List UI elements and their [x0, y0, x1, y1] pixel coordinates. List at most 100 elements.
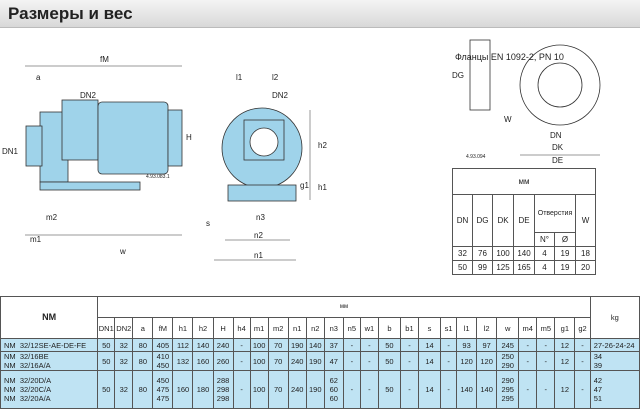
th-holes-n: N°: [534, 232, 555, 247]
cell: 100: [492, 246, 514, 261]
th-fm: fM: [152, 317, 174, 339]
cell: 240: [212, 338, 234, 352]
cell: -: [536, 351, 556, 371]
label-g1: g1: [300, 181, 309, 190]
cell: -: [536, 370, 556, 409]
cell-kg: 42 47 51: [589, 370, 640, 409]
cell: -: [399, 370, 420, 409]
label-code1: 4.93.083.1: [146, 174, 170, 180]
label-dn2-side: DN2: [272, 91, 289, 100]
flange-unit: мм: [452, 168, 596, 195]
cell: 140: [476, 370, 498, 409]
cell: 32: [114, 370, 134, 409]
cell: -: [232, 370, 251, 409]
cell: 240: [287, 351, 307, 371]
cell: 112: [172, 338, 194, 352]
cell: 120: [476, 351, 498, 371]
th-holes: Отверстия: [534, 194, 576, 233]
cell: 14: [417, 351, 442, 371]
cell: 4: [534, 260, 555, 275]
cell: 18: [575, 246, 596, 261]
cell: 70: [267, 338, 289, 352]
cell: 50: [377, 338, 401, 352]
page-title: Размеры и вес: [8, 4, 133, 23]
label-w: w: [119, 247, 126, 256]
th-model: NM: [0, 296, 99, 339]
cell-model: NM 32/12SE-AE-DE-FE: [0, 338, 99, 352]
th-dn2: DN2: [114, 317, 134, 339]
th-l2: l2: [476, 317, 498, 339]
cell: 190: [305, 370, 325, 409]
label-dn2: DN2: [80, 91, 97, 100]
th-w: W: [575, 194, 596, 247]
cell: 190: [287, 338, 307, 352]
cell: 19: [554, 260, 576, 275]
th-h1: h1: [172, 317, 194, 339]
label-de: DE: [552, 156, 563, 165]
th-s: s: [417, 317, 442, 339]
th-m2: m2: [267, 317, 289, 339]
cell: 70: [267, 370, 289, 409]
th-w1: w1: [359, 317, 379, 339]
cell: 14: [417, 338, 442, 352]
th-dn1: DN1: [97, 317, 116, 339]
cell: -: [399, 338, 420, 352]
cell: -: [536, 338, 556, 352]
cell: 190: [305, 351, 325, 371]
cell: 32: [114, 338, 134, 352]
cell: 405: [152, 338, 174, 352]
label-h: H: [186, 133, 192, 142]
cell: -: [440, 351, 458, 371]
cell: 450 475 475: [152, 370, 174, 409]
th-s1: s1: [440, 317, 458, 339]
cell: 120: [456, 351, 478, 371]
th-w: w: [496, 317, 520, 339]
cell-model: NM 32/16BE NM 32/16A/A: [0, 351, 99, 371]
cell: -: [342, 351, 361, 371]
th-de: DE: [513, 194, 535, 247]
th-dn: DN: [452, 194, 473, 247]
cell: -: [574, 351, 591, 371]
cell-kg: 27-26-24-24: [589, 338, 640, 352]
cell: 100: [249, 370, 269, 409]
label-fM: fM: [100, 55, 109, 64]
cell: -: [359, 351, 379, 371]
label-l2: l2: [272, 73, 279, 82]
cell: 410 450: [152, 351, 174, 371]
cell: 97: [476, 338, 498, 352]
cell-model: NM 32/20D/A NM 32/20C/A NM 32/20A/A: [0, 370, 99, 409]
cell: 76: [472, 246, 493, 261]
cell: -: [399, 351, 420, 371]
label-h2: h2: [318, 141, 327, 150]
cell: 19: [554, 246, 576, 261]
cell: 160: [192, 351, 214, 371]
cell: 250 290: [496, 351, 520, 371]
cell-kg: 34 39: [589, 351, 640, 371]
th-g1: g1: [554, 317, 576, 339]
cell: 70: [267, 351, 289, 371]
th-m4: m4: [518, 317, 538, 339]
cell: -: [232, 338, 251, 352]
th-n2: n2: [305, 317, 325, 339]
cell: -: [359, 338, 379, 352]
label-dn: DN: [550, 131, 562, 140]
th-n1: n1: [287, 317, 307, 339]
cell: 32: [114, 351, 134, 371]
label-s: s: [206, 219, 210, 228]
cell: 100: [249, 351, 269, 371]
th-b1: b1: [399, 317, 420, 339]
cell: 4: [534, 246, 555, 261]
cell: 50: [97, 370, 116, 409]
cell: -: [342, 370, 361, 409]
th-h2: h2: [192, 317, 214, 339]
cell: -: [342, 338, 361, 352]
th-h: H: [212, 317, 234, 339]
label-dk: DK: [552, 143, 564, 152]
th-m1: m1: [249, 317, 269, 339]
cell: -: [232, 351, 251, 371]
